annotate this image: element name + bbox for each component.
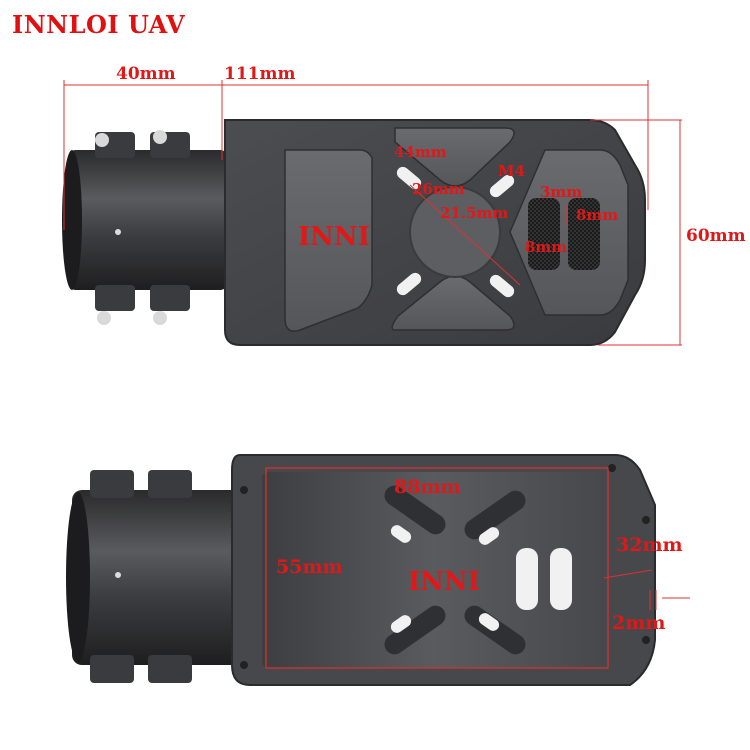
dim-center-hole: 21.5mm <box>440 204 509 222</box>
dim-inner-width: 55mm <box>276 556 343 578</box>
dim-height: 60mm <box>686 226 746 246</box>
dim-slot-width-right: 8mm <box>576 206 619 224</box>
dim-inner-length: 88mm <box>394 476 461 498</box>
dim-slot-gap: 3mm <box>540 183 583 201</box>
logo-top: INNI <box>298 222 370 252</box>
top-view-mount <box>62 80 682 346</box>
dim-clamp-length: 40mm <box>116 64 176 84</box>
brand-title: INNLOI UAV <box>12 10 186 39</box>
dim-total-length: 111mm <box>224 64 296 84</box>
bottom-view-mount <box>66 454 690 686</box>
dim-slot-length: 26mm <box>412 180 465 198</box>
dim-depth: 32mm <box>616 534 683 556</box>
dim-slot-spacing: 44mm <box>394 143 447 161</box>
logo-bottom: INNI <box>408 567 480 597</box>
screw-label: M4 <box>498 162 526 180</box>
dim-slot-width-bottom: 8mm <box>525 238 568 256</box>
dim-wall: 2mm <box>612 612 666 634</box>
